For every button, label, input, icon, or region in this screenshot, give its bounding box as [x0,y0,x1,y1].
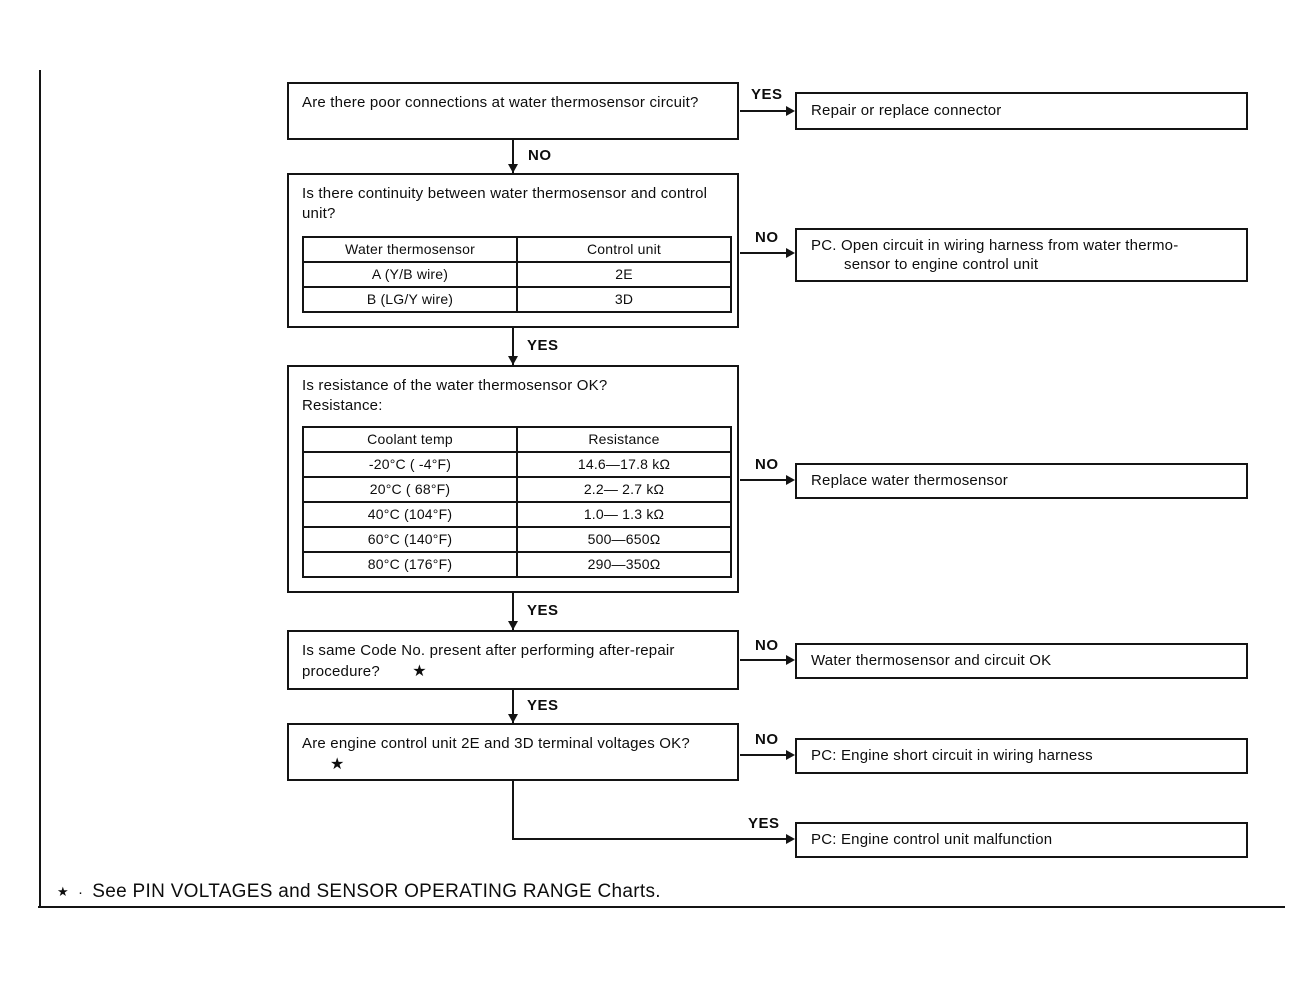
question-text: Is there continuity between water thermo… [302,185,708,223]
arrowhead-right-icon [786,834,795,844]
table-cell: 500—650Ω [516,525,732,553]
question-subtext: Resistance: [302,397,383,415]
action-box-replace-thermosensor: Replace water thermosensor [795,463,1248,499]
table-cell: 2.2— 2.7 kΩ [516,475,732,503]
label-yes: YES [527,602,559,619]
column-header: Resistance [516,425,732,453]
table-cell: 20°C ( 68°F) [302,475,518,503]
connector-q3-yes [512,593,514,630]
connector-q1-no [512,140,514,173]
table-cell: 80°C (176°F) [302,550,518,578]
label-no: NO [755,637,779,654]
label-no: NO [755,229,779,246]
star-icon: ★ [57,884,69,899]
table-cell: 2E [516,260,732,288]
connector-q2-no [740,252,788,254]
arrowhead-right-icon [786,248,795,258]
column-header: Coolant temp [302,425,518,453]
table-header-row: Water thermosensor Control unit [302,235,732,263]
table-cell: B (LG/Y wire) [302,285,518,313]
table-cell: A (Y/B wire) [302,260,518,288]
bottom-rule [38,906,1285,908]
table-row: 20°C ( 68°F)2.2— 2.7 kΩ [302,475,732,503]
arrowhead-right-icon [786,655,795,665]
connector-q5-yes-horizontal [512,838,788,840]
star-icon: ★ [412,663,427,681]
label-yes: YES [527,697,559,714]
question-text: Is same Code No. present after performin… [302,642,675,681]
label-yes: YES [751,86,783,103]
arrowhead-right-icon [786,475,795,485]
table-row: A (Y/B wire)2E [302,260,732,288]
table-row: -20°C ( -4°F)14.6—17.8 kΩ [302,450,732,478]
footnote-separator: · [77,883,84,901]
footnote-text: See PIN VOLTAGES and SENSOR OPERATING RA… [92,881,661,902]
footnote: ★ · See PIN VOLTAGES and SENSOR OPERATIN… [57,881,661,903]
question-box-terminal-voltages: Are engine control unit 2E and 3D termin… [287,723,739,781]
table-cell: 60°C (140°F) [302,525,518,553]
table-cell: 1.0— 1.3 kΩ [516,500,732,528]
label-no: NO [755,731,779,748]
action-text: PC: Engine short circuit in wiring harne… [811,747,1093,765]
table-row: 60°C (140°F)500—650Ω [302,525,732,553]
connector-q5-no [740,754,788,756]
column-header: Control unit [516,235,732,263]
table-cell: -20°C ( -4°F) [302,450,518,478]
table-cell: 40°C (104°F) [302,500,518,528]
connector-q5-yes-vertical [512,781,514,840]
connector-q1-yes [740,110,788,112]
action-box-circuit-ok: Water thermosensor and circuit OK [795,643,1248,679]
action-text: Repair or replace connector [811,102,1002,120]
arrowhead-down-icon [508,714,518,723]
action-text: PC: Engine control unit malfunction [811,831,1053,849]
star-icon: ★ [330,756,345,774]
arrowhead-right-icon [786,106,795,116]
question-text: Is resistance of the water thermosensor … [302,377,608,394]
table-row: B (LG/Y wire)3D [302,285,732,313]
action-text-line2: sensor to engine control unit [844,256,1039,273]
question-box-resistance: Is resistance of the water thermosensor … [287,365,739,593]
label-no: NO [528,147,552,164]
action-box-ecu-malfunction: PC: Engine control unit malfunction [795,822,1248,858]
question-text: Are there poor connections at water ther… [302,94,699,111]
table-cell: 3D [516,285,732,313]
question-box-continuity: Is there continuity between water thermo… [287,173,739,328]
question-text: Are engine control unit 2E and 3D termin… [302,735,690,752]
continuity-table: Water thermosensor Control unit A (Y/B w… [302,235,732,313]
table-header-row: Coolant temp Resistance [302,425,732,453]
table-cell: 290—350Ω [516,550,732,578]
table-cell: 14.6—17.8 kΩ [516,450,732,478]
action-text: Replace water thermosensor [811,472,1008,490]
arrowhead-right-icon [786,750,795,760]
question-box-code-present: Is same Code No. present after performin… [287,630,739,690]
label-yes: YES [748,815,780,832]
action-text-line1: PC. Open circuit in wiring harness from … [811,236,1179,254]
table-row: 80°C (176°F)290—350Ω [302,550,732,578]
label-yes: YES [527,337,559,354]
connector-q4-no [740,659,788,661]
connector-q4-yes [512,690,514,723]
connector-q3-no [740,479,788,481]
arrowhead-down-icon [508,621,518,630]
label-no: NO [755,456,779,473]
left-margin-rule [39,70,41,908]
action-box-repair-connector: Repair or replace connector [795,92,1248,130]
resistance-table: Coolant temp Resistance -20°C ( -4°F)14.… [302,425,732,578]
table-row: 40°C (104°F)1.0— 1.3 kΩ [302,500,732,528]
column-header: Water thermosensor [302,235,518,263]
action-text: Water thermosensor and circuit OK [811,652,1052,670]
arrowhead-down-icon [508,356,518,365]
arrowhead-down-icon [508,164,518,173]
connector-q2-yes [512,328,514,365]
question-box-poor-connections: Are there poor connections at water ther… [287,82,739,140]
action-box-short-circuit: PC: Engine short circuit in wiring harne… [795,738,1248,774]
action-box-open-circuit: PC. Open circuit in wiring harness from … [795,228,1248,282]
